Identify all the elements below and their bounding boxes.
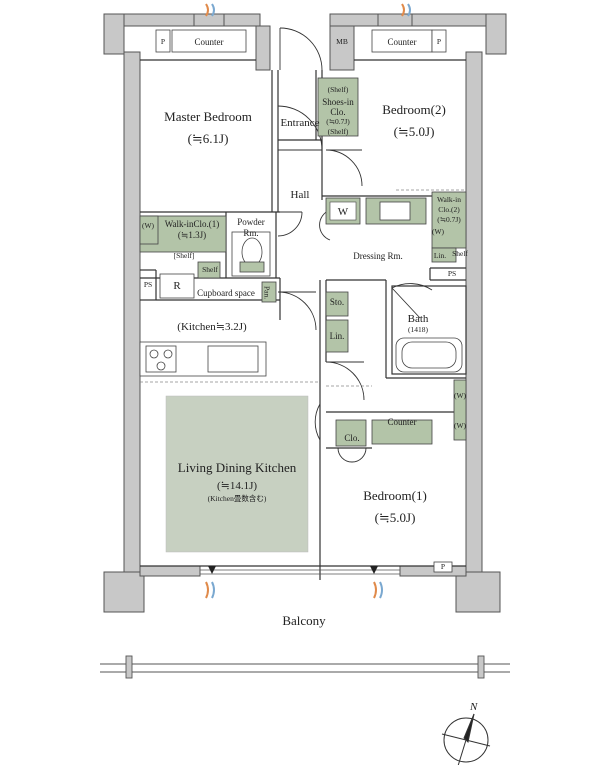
shelf-label-wic: Shelf <box>202 265 218 274</box>
shelf-bracket-label: [Shelf] <box>173 251 195 260</box>
closet-bedroom1 <box>335 419 367 447</box>
wall-left <box>123 51 141 573</box>
linen-2 <box>431 247 457 263</box>
wic1-size: (≒1.3J) <box>177 230 207 240</box>
wall-right <box>465 51 483 573</box>
refrigerator-label: R <box>173 280 181 292</box>
clo-label: Clo. <box>344 433 360 443</box>
counter-label-1: Counter <box>194 37 224 47</box>
hall-label: Hall <box>290 189 310 201</box>
pantry-label: Pan. <box>262 286 272 300</box>
shelf-label-1: (Shelf) <box>327 85 349 94</box>
powder-room-line2: Rm. <box>243 228 259 238</box>
wall-corner-br <box>455 571 501 613</box>
wall-entrance-left <box>255 25 271 71</box>
wic2-size: (≒0.7J) <box>437 215 461 224</box>
ps-label-right: PS <box>447 269 457 278</box>
compass <box>441 713 491 765</box>
washer-w-label: W <box>337 206 349 218</box>
wall-bottom-right <box>399 565 467 577</box>
walk-in-closet-2 <box>431 191 467 249</box>
powder-room-line1: Powder <box>237 217 265 227</box>
dressing-room-label: Dressing Rm. <box>353 251 403 261</box>
lin-label-1: Lin. <box>329 331 345 341</box>
bath-label: Bath <box>407 313 429 325</box>
entrance-label: Entrance <box>280 117 320 129</box>
counter-bedroom1 <box>371 419 433 445</box>
bedroom1-size: (≒5.0J) <box>374 510 416 525</box>
shoes-in-closet <box>317 77 359 137</box>
sto-label: Sto. <box>329 297 345 307</box>
mb-label: MB <box>336 37 348 46</box>
w-label-4: (W) <box>453 421 467 430</box>
compass-north-label: N <box>470 701 478 713</box>
bedroom2-size: (≒5.0J) <box>393 124 435 139</box>
wic2-line2: Clo.(2) <box>438 205 460 214</box>
shelf-label-2: (Shelf) <box>327 127 349 136</box>
lin-label-2: Lin. <box>433 251 447 260</box>
storage-lin <box>325 319 349 353</box>
shoes-closet-line2: Clo. <box>330 107 346 117</box>
w-label-wic: (W) <box>141 221 155 230</box>
master-bedroom-label: Master Bedroom <box>164 109 252 124</box>
wall-bottom-left <box>139 565 201 577</box>
ldk-floor-area <box>165 395 309 553</box>
wall-vent-left <box>193 13 225 27</box>
master-bedroom-size: (≒6.1J) <box>187 131 229 146</box>
ldk-size: (≒14.1J) <box>216 480 258 492</box>
wall-corner-tr <box>485 13 507 55</box>
shoes-closet-size: (≒0.7J) <box>326 117 350 126</box>
wall-mb <box>329 25 355 71</box>
balcony-label: Balcony <box>282 613 326 628</box>
p-label-1: P <box>160 37 166 46</box>
counter-label-3: Counter <box>387 417 417 427</box>
ldk-note: (Kitchen畳数含む) <box>207 494 267 503</box>
wall-vent-right <box>377 13 413 27</box>
wall-corner-bl <box>103 571 145 613</box>
storage-sto <box>325 291 349 317</box>
washer-w <box>453 379 467 441</box>
wic2-line1: Walk-in <box>437 195 461 204</box>
wall-top-mid <box>223 13 261 27</box>
bath-size: (1418) <box>408 325 428 334</box>
ventilation-arrows <box>205 3 411 599</box>
cupboard-label: Cupboard space <box>197 288 255 298</box>
bedroom2-label: Bedroom(2) <box>382 102 446 117</box>
shelf-label-wic2: Shelf <box>452 249 468 258</box>
p-label-3: P <box>440 562 446 571</box>
kitchen-label: (Kitchen≒3.2J) <box>177 321 247 333</box>
wic1-label: Walk-inClo.(1) <box>164 219 220 229</box>
wall-corner-tl <box>103 13 125 55</box>
counter-label-2: Counter <box>387 37 417 47</box>
w-label-3: (W) <box>453 391 467 400</box>
p-label-2: P <box>436 37 442 46</box>
shoes-closet-line1: Shoes-in <box>322 97 354 107</box>
ldk-label: Living Dining Kitchen <box>177 460 297 475</box>
pantry <box>261 281 277 303</box>
w-label-wic2: (W) <box>431 227 445 236</box>
bedroom1-label: Bedroom(1) <box>363 488 427 503</box>
ps-label-left: PS <box>143 280 153 289</box>
wall-top-mid2 <box>329 13 379 27</box>
